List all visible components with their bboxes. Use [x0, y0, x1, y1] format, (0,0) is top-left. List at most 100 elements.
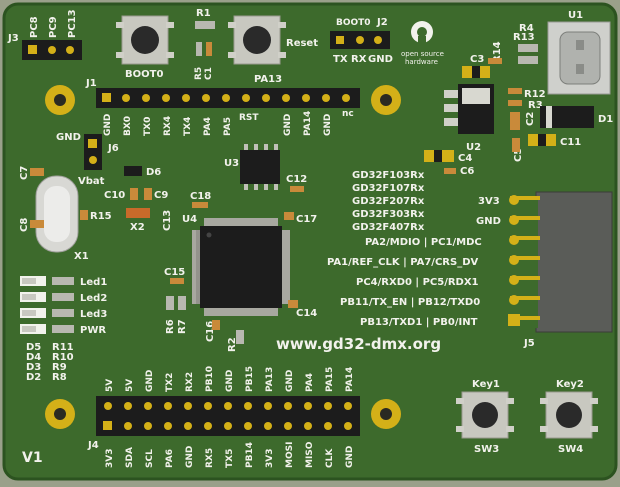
boot0-button[interactable]: BOOT0	[116, 15, 174, 80]
r6-resistor	[166, 296, 174, 310]
j4-bottom-label: CLK	[325, 448, 335, 468]
j1-pin-label: PA14	[303, 111, 313, 136]
c3-label: C3	[470, 54, 484, 65]
j2-header: BOOT0 J2 TX RX GND	[330, 17, 393, 65]
u2-regulator: U2	[444, 84, 494, 153]
j1-pin-label: RST	[239, 113, 259, 123]
j4-header: J4 5V 5V GND TX2 RX2 PB10 GND PB15 PA13 …	[87, 366, 360, 468]
j4-top-label: RX2	[185, 372, 195, 392]
u1-label: U1	[568, 10, 583, 21]
led-ref: D3	[26, 362, 41, 373]
r2-resistor	[236, 330, 244, 344]
key1-button[interactable]: Key1 SW3	[456, 379, 514, 455]
led-label: Led3	[80, 309, 107, 320]
j1-pin-label: TX4	[183, 117, 193, 136]
c16-label: C16	[205, 321, 216, 342]
c13-label: C13	[162, 210, 173, 231]
j4-top-label: GND	[285, 370, 295, 392]
sw4-label: SW4	[558, 444, 583, 455]
reset-label: Reset	[286, 38, 318, 49]
j4-bottom-label: 3V3	[265, 449, 275, 469]
led-label: PWR	[80, 325, 106, 336]
x1-label: X1	[74, 251, 89, 262]
j1-pin-label: GND	[283, 114, 293, 136]
j2-pin-label: RX	[351, 54, 367, 65]
c10-label: C10	[104, 190, 125, 201]
j4-top-label: GND	[145, 370, 155, 392]
j4-top-label: PA14	[345, 367, 355, 392]
c18-capacitor	[192, 202, 208, 208]
j1-pin-label: RX4	[163, 116, 173, 136]
key1-label: Key1	[472, 379, 500, 390]
j1-label: J1	[85, 78, 97, 89]
j1-pin-label: PA4	[203, 117, 213, 136]
reset-button[interactable]: Reset	[228, 15, 318, 65]
c11-label: C11	[560, 137, 581, 148]
j4-bottom-label: SDA	[125, 447, 135, 468]
led-ref: R8	[52, 372, 67, 383]
j4-top-label: PA15	[325, 367, 335, 392]
c4-label: C4	[458, 153, 472, 164]
c17-label: C17	[296, 214, 317, 225]
j4-bottom-label: 3V3	[105, 449, 115, 469]
j4-top-label: PA13	[265, 367, 275, 392]
j5-pin-label: PB13/TXD1 | PB0/INT	[360, 317, 478, 328]
j3-header: J3 PC8 PC9 PC13	[7, 9, 82, 60]
j4-bottom-label: RX5	[205, 448, 215, 468]
j1-pin-label: GND	[103, 114, 113, 136]
chip-list-item: GD32F207Rx	[352, 196, 425, 207]
c9-label: C9	[154, 190, 168, 201]
r2-label: R2	[227, 337, 238, 352]
nc-label: nc	[342, 109, 354, 119]
c15-capacitor	[170, 278, 184, 284]
d1-label: D1	[598, 114, 613, 125]
c9-capacitor	[144, 188, 152, 200]
d6-diode	[124, 166, 142, 176]
key2-button[interactable]: Key2 SW4	[540, 379, 598, 455]
j6-pin-label: GND	[56, 132, 81, 143]
j5-pin-label: PB11/TX_EN | PB12/TXD0	[340, 297, 480, 308]
c1-label: C1	[204, 67, 214, 80]
j5-pin-label: PA1/REF_CLK | PA7/CRS_DV	[327, 257, 479, 268]
r15-resistor	[80, 210, 88, 220]
r12-label: R12	[524, 89, 546, 100]
j5-pin-label: 3V3	[478, 196, 500, 207]
r15-label: R15	[90, 211, 112, 222]
u1-usb-connector[interactable]: U1	[547, 10, 611, 95]
c5-label: C5	[513, 148, 524, 162]
r3-label: R3	[528, 100, 543, 111]
d6-label: D6	[146, 167, 161, 178]
j2-pin-label: GND	[368, 54, 393, 65]
led-block: Led1 Led2 Led3 PWR D5 R11 D4 R10 D3 R9 D…	[20, 276, 107, 383]
r6-label: R6	[165, 319, 176, 334]
c14-capacitor	[288, 300, 298, 308]
chip-list-item: GD32F107Rx	[352, 183, 425, 194]
j4-top-label: PB10	[205, 366, 215, 392]
chip-list-item: GD32F407Rx	[352, 222, 425, 233]
j3-pin-label: PC9	[48, 16, 59, 38]
j3-pin-label: PC13	[67, 9, 78, 38]
c5-capacitor	[512, 138, 520, 152]
c6-capacitor	[444, 168, 456, 174]
c7-label: C7	[19, 166, 30, 180]
c2-label: C2	[525, 112, 536, 126]
r1-label: R1	[196, 8, 211, 19]
j2-label: J2	[376, 17, 388, 28]
c15-label: C15	[164, 267, 185, 278]
oshw-text-line: open source	[401, 50, 444, 58]
pa13-label: PA13	[254, 74, 282, 85]
j1-pin-label: TX0	[143, 117, 153, 136]
j4-bottom-label: TX5	[225, 449, 235, 468]
r4-label: R4	[519, 23, 534, 34]
led-ref: R11	[52, 342, 74, 353]
r5-label: R5	[194, 67, 204, 80]
u2-label: U2	[466, 142, 481, 153]
r13-label: R13	[513, 32, 535, 43]
chip-list-item: GD32F303Rx	[352, 209, 425, 220]
x2-crystal	[126, 208, 150, 218]
j4-bottom-label: SCL	[145, 449, 155, 468]
led-ref: D5	[26, 342, 41, 353]
j1-header: J1 PA13 GND BX0 TX0 RX4 TX4 PA4 PA5 RST …	[85, 74, 360, 136]
c10-capacitor	[130, 188, 138, 200]
